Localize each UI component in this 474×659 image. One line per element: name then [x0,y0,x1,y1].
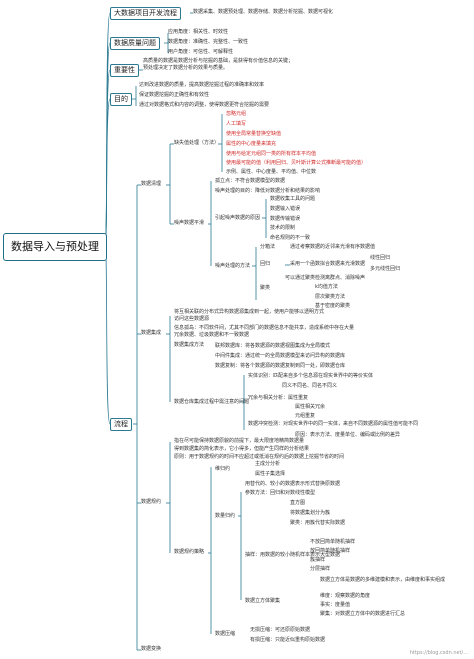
branch-data-quality[interactable]: 数据质量问题 [110,37,160,50]
numerosity-item: 聚类：用簇代替实际数据 [290,520,346,526]
branch-bigdata-flow[interactable]: 大数据项目开发流程 [110,7,181,20]
integration-method: 中间件集成：通过统一的全局数据模型来访问异构的数据库 [215,353,346,359]
integration-issue: 信息孤岛：不同软件间，尤其不同部门的数据信息不能共享，造成系统中存在大量冗余数据… [174,325,355,338]
dimension-item: 属性子集选择 [255,471,286,477]
integration-method: 联邦数据库：将各数据源的数据视图集成为全局模式 [215,343,331,349]
missing-method-note: 示例、属性、中心度量、平均值、中位数 [226,169,317,175]
dimension-node[interactable]: 维归约 [215,466,231,472]
cluster-method: k均值方法 [315,284,338,290]
integration-method-label[interactable]: 数据集成方法 [174,342,205,348]
reduction-node[interactable]: 数据规约 [141,499,162,505]
compress-item: 无损压缩：可还原原始数据 [250,627,311,633]
noise-cause: 技术的限制 [270,225,296,231]
transform-node[interactable]: 数据变换 [141,646,162,652]
regression-desc: 采用一个函数拟合数据来光滑数据 [290,261,366,267]
bigdata-steps: 数据采集、数据预处理、数据存储、数据分析挖掘、数据可视化 [193,9,334,15]
entity-item: 同义不同名、同名不同义 [282,383,338,389]
entity-item: 原因：表示方法、度量单位、编码或比例的差异 [295,432,401,438]
missing-value-node[interactable]: 缺失值处理（方法） [174,140,220,146]
sampling-item: 分层抽样 [310,566,331,572]
cube-item: 事实：度量值 [320,602,351,608]
purpose-item: 通过对数据格式和内容的调整，使得数据更符合挖掘的需要 [139,102,270,108]
noise-node[interactable]: 噪声数据平滑 [174,220,205,226]
cube-item: 维度：观察数据的角度 [320,593,371,599]
cluster-method: 层次聚类方法 [315,294,346,300]
purpose-item: 保证数据挖掘的正确性和有效性 [139,92,210,98]
numerosity-item: 直方图 [290,500,306,506]
missing-method: 属性的中心度量来填充 [226,141,277,147]
binning-desc: 通过考察数据的近邻来光滑有序数据值 [290,244,376,250]
numerosity-node[interactable]: 数量归约 [215,513,236,519]
integration-problems-node[interactable]: 数据仓库集成过程中需注意的问题 [174,399,250,405]
outlier-note: 可以通过聚类检测离群点、消除噪声 [285,275,366,281]
root-topic[interactable]: 数据导入与预处理 [3,233,107,261]
entity-item: 元组重复 [295,413,316,419]
branch-purpose[interactable]: 目的 [110,93,132,106]
numerosity-item: 用替代的、较小的数据表示形式替换原数据 [245,481,341,487]
missing-method: 使用与给定元组同一类的所有样本平均值 [226,151,317,157]
quality-item: 应用角度：相关性、时效性 [168,29,229,35]
sampling-item: 不放回简单随机抽样 [310,539,356,545]
sampling-item: 簇抽样 [310,557,326,563]
noise-cause: 命名规则的不一致 [270,235,311,241]
importance-text: 高质量的数据是数据分析与挖掘的基础，是获得有价值信息的关键；预处理决定了数据分析… [143,58,294,71]
noise-cause: 数据传输错误 [270,216,301,222]
cube-node[interactable]: 数据立方体聚集 [245,598,281,604]
watermark: https://blog.csdn.net/... [409,650,468,656]
numerosity-item: 将数据集划分为簇 [290,510,331,516]
regression-node[interactable]: 回归 [260,261,271,267]
reduction-strategy-node[interactable]: 数据规约策略 [174,549,205,555]
regression-type: 线性回归 [370,255,391,261]
quality-item: 数据角度：准确性、完整性、一致性 [168,39,249,45]
entity-item: 属性相关冗余 [295,404,326,410]
noise-methods-node[interactable]: 噪声处理的方法 [215,263,251,269]
sampling-item: 放回简单随机抽样 [310,548,351,554]
missing-method: 使用全局常量替换空缺值 [226,131,282,137]
entity-item: 数据冲突检测：对现实世界中的同一实体，来自不同数据源的属性值可能不同 [248,421,419,427]
cleaning-node[interactable]: 数据清理 [141,181,162,187]
branch-importance[interactable]: 重要性 [110,64,139,77]
cluster-node[interactable]: 聚类 [260,285,271,291]
regression-type: 多元线性回归 [370,266,401,272]
reduction-intro: 得到数据集的简化表示，它小得多，但能产生同样的分析结果 [174,446,310,452]
entity-item: 实体识别：匹配来自多个信息源在现实世界中的等价实体 [248,373,374,379]
cube-item: 聚集：对数据立方体中的数据进行汇总 [320,611,406,617]
missing-method: 人工填写 [226,121,247,127]
branch-flow[interactable]: 流程 [110,418,132,431]
integration-method: 数据复制：将各个数据源的数据复制到同一处，即数据仓库 [215,363,346,369]
compress-node[interactable]: 数据压缩 [215,631,236,637]
cluster-method: 基于密度的聚类 [315,303,351,309]
dimension-item: 主成分分析 [255,461,281,467]
integration-node[interactable]: 数据集成 [141,330,162,336]
noise-cause: 数据收集工具的问题 [270,196,316,202]
reduction-intro: 原则：用于数据规约的时间不应超过或抵消在规约后的数据上挖掘节省的时间 [174,454,345,460]
reduction-intro: 指在尽可能保持数据原貌的前提下，最大限度地精简数据量 [174,438,305,444]
noise-causes-node[interactable]: 引起噪声数据的原因 [215,215,261,221]
numerosity-item: 参数方法：回归和对数线性模型 [245,490,316,496]
missing-method: 使用最可能的值（利用回归、贝叶斯计算公式推断最可能的值） [226,160,367,166]
noise-sub: 噪声处理的目的：降低对数据分析和结果的影响 [215,188,321,194]
missing-method: 忽略元组 [226,111,247,117]
compress-item: 有损压缩：只能近似重构原始数据 [250,637,326,643]
cube-item: 数据立方体是数据的多维建模和表示，由维度和事实组成 [320,577,446,583]
noise-cause: 数据输入错误 [270,206,301,212]
binning-node[interactable]: 分箱法 [260,244,276,250]
quality-item: 用户角度：可信性、可解释性 [168,49,234,55]
purpose-item: 达到改进数据的质量，提高数据挖掘过程的准确率和效率 [139,82,265,88]
noise-sub: 孤立点：不符合数据模型的数据 [215,178,286,184]
integration-intro: 将互相关联的分布式异构数据源集成到一起，使用户能够以透明方式访问这些数据源 [174,309,325,322]
numerosity-item: 抽样：用数据的较小随机样本表示大型数据 [245,552,341,558]
entity-item: 冗余与相关分析：属性重复 [248,395,309,401]
